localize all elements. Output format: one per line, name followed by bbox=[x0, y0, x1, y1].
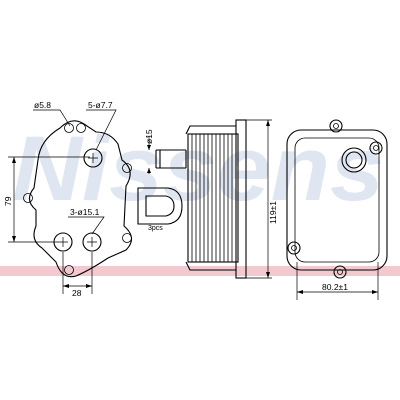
brand-watermark: Nissens bbox=[12, 118, 384, 220]
fin-lines bbox=[191, 134, 233, 262]
flange-outline bbox=[28, 120, 133, 278]
flange-mount-hole bbox=[64, 265, 74, 275]
flange-port-hole bbox=[82, 232, 102, 252]
housing-mount-boss bbox=[333, 265, 347, 279]
dim-holes-ports: 3-ø15.1 bbox=[70, 207, 100, 217]
flange-mount-hole bbox=[122, 163, 132, 173]
gasket-quantity: 3pcs bbox=[148, 225, 163, 232]
dim-line-front-width bbox=[296, 262, 379, 300]
housing-outline bbox=[286, 129, 388, 271]
housing-mount-boss bbox=[329, 119, 343, 133]
flange-port-hole bbox=[83, 148, 103, 168]
gasket-outline bbox=[137, 187, 183, 225]
background-stripe bbox=[0, 266, 400, 276]
dim-line-height bbox=[8, 156, 90, 243]
dim-holes-large: 5-ø7.7 bbox=[88, 100, 113, 110]
flange-mount-hole bbox=[64, 123, 74, 133]
dim-pipe: ø15 bbox=[144, 129, 154, 144]
housing-port bbox=[341, 147, 367, 173]
housing-mount-boss bbox=[287, 241, 301, 255]
front-view: 80.2±1 bbox=[286, 119, 388, 300]
dim-front-width: 80.2±1 bbox=[322, 282, 348, 292]
gasket-view: 3pcs bbox=[137, 187, 183, 232]
dim-line-side-height bbox=[246, 119, 272, 279]
flange-view: ø5.8 5-ø7.7 3-ø15.1 79 28 bbox=[3, 100, 133, 298]
registered-mark: ® bbox=[368, 143, 378, 158]
housing-mount-boss bbox=[369, 141, 383, 155]
leader-large-holes bbox=[86, 109, 117, 151]
leader-small-hole bbox=[33, 109, 71, 127]
pipe bbox=[155, 149, 187, 169]
leader-port-holes bbox=[68, 216, 105, 235]
gasket-inner bbox=[145, 195, 175, 217]
dim-height: 79 bbox=[3, 196, 13, 206]
dim-hole-small: ø5.8 bbox=[34, 100, 51, 110]
gasket-letter: D bbox=[153, 196, 163, 212]
mounting-plate bbox=[235, 119, 247, 279]
dim-side-height: 119±1 bbox=[268, 201, 278, 224]
flange-mount-hole bbox=[76, 123, 86, 133]
housing-inner bbox=[294, 137, 380, 263]
side-view: ø15 119±1 bbox=[144, 119, 278, 279]
housing-port-inner bbox=[345, 151, 363, 169]
flange-mount-hole bbox=[122, 233, 132, 243]
flange-mount-hole bbox=[23, 193, 33, 203]
fin-stack bbox=[187, 133, 239, 263]
dim-width: 28 bbox=[72, 288, 82, 298]
